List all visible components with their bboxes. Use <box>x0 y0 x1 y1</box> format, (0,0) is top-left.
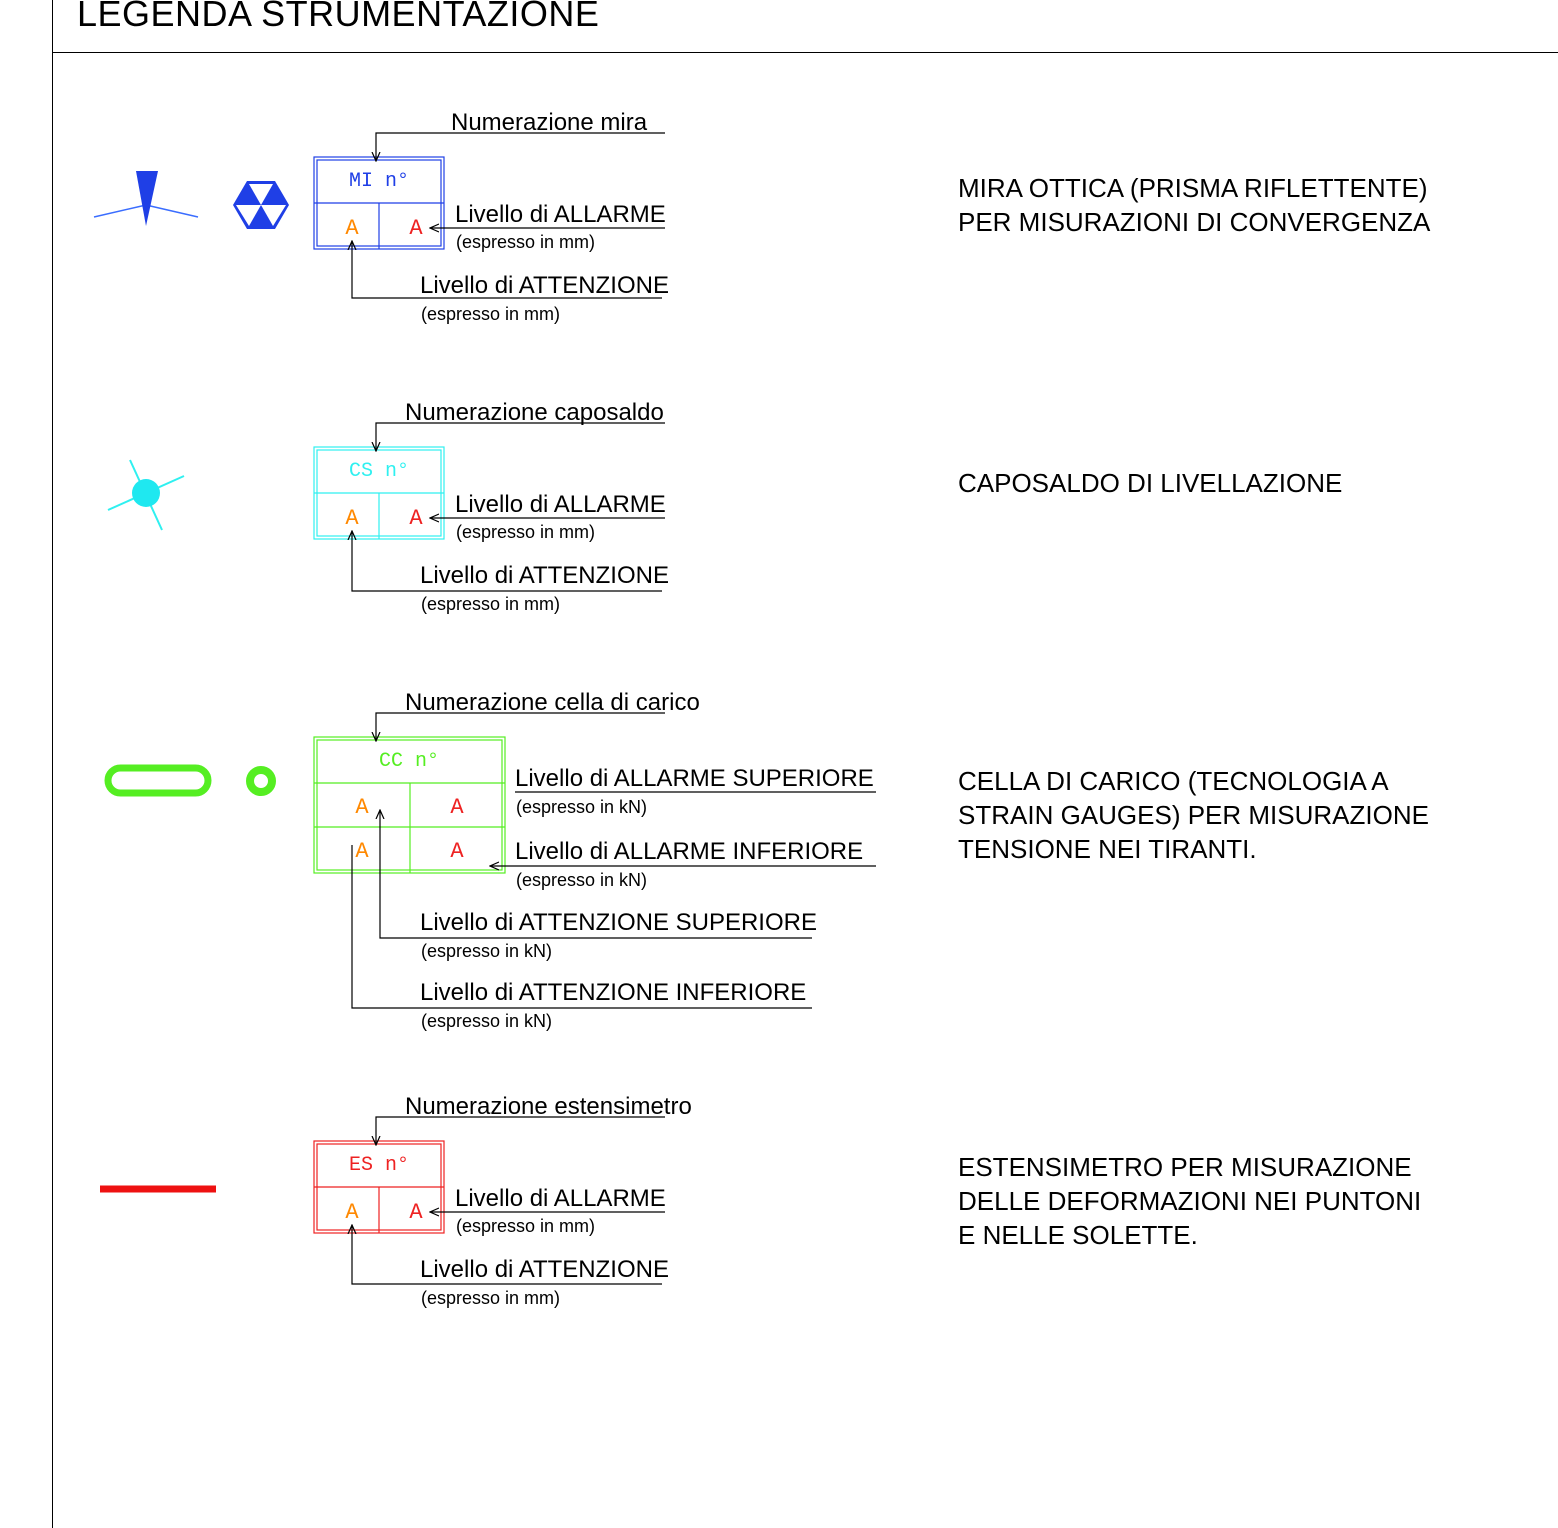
mira-description-line: PER MISURAZIONI DI CONVERGENZA <box>958 207 1431 237</box>
estensimetro-value-allarme: A <box>409 1200 423 1225</box>
reflective-prism-icon <box>233 181 289 229</box>
cella-description: CELLA DI CARICO (TECNOLOGIA A STRAIN GAU… <box>958 764 1429 866</box>
mira-box-code: MI n° <box>349 170 409 193</box>
cella-numbering-label: Numerazione cella di carico <box>405 689 700 716</box>
mira-attenzione-leader <box>352 241 662 299</box>
estensimetro-tag-box: ES n° A A <box>313 1140 445 1234</box>
estensimetro-numbering-leader <box>376 1116 665 1145</box>
section-cella: CC n° A A A A Numerazione cella di caric… <box>104 689 876 1031</box>
estensimetro-description-line: DELLE DEFORMAZIONI NEI PUNTONI <box>958 1186 1422 1216</box>
estensimetro-description-line: E NELLE SOLETTE. <box>958 1220 1198 1250</box>
cella-description-line: STRAIN GAUGES) PER MISURAZIONE <box>958 800 1429 830</box>
estensimetro-value-attenzione: A <box>345 1200 359 1225</box>
mira-numbering-label: Numerazione mira <box>451 109 648 136</box>
mira-numbering-leader <box>376 132 665 161</box>
section-estensimetro: ES n° A A Numerazione estensimetro Livel… <box>100 1093 692 1308</box>
caposaldo-attenzione-leader <box>352 531 662 592</box>
estensimetro-allarme-label: Livello di ALLARME <box>455 1185 666 1212</box>
mira-allarme-unit: (espresso in mm) <box>456 232 595 252</box>
cella-attenzione-inf-leader <box>351 845 812 1009</box>
caposaldo-value-allarme: A <box>409 506 423 531</box>
mira-description-line: MIRA OTTICA (PRISMA RIFLETTENTE) <box>958 173 1428 203</box>
cella-allarme-inf-unit: (espresso in kN) <box>516 870 647 890</box>
section-caposaldo: CS n° A A Numerazione caposaldo Livello … <box>107 399 669 614</box>
estensimetro-attenzione-unit: (espresso in mm) <box>421 1288 560 1308</box>
cella-allarme-inf-label: Livello di ALLARME INFERIORE <box>515 838 863 865</box>
cella-attenzione-inf-unit: (espresso in kN) <box>421 1011 552 1031</box>
cella-allarme-sup-label: Livello di ALLARME SUPERIORE <box>515 765 874 792</box>
cella-numbering-leader <box>376 712 665 741</box>
mira-attenzione-unit: (espresso in mm) <box>421 304 560 324</box>
cella-value-att-sup: A <box>355 795 369 820</box>
cella-box-code: CC n° <box>379 750 439 773</box>
section-mira: MI n° A A Numerazione mira Livello di AL… <box>93 109 669 324</box>
cella-value-att-inf: A <box>355 839 369 864</box>
mira-value-attenzione: A <box>345 216 359 241</box>
load-cell-bar-icon <box>104 764 212 797</box>
cella-attenzione-sup-label: Livello di ATTENZIONE SUPERIORE <box>420 909 817 936</box>
caposaldo-value-attenzione: A <box>345 506 359 531</box>
cella-attenzione-inf-label: Livello di ATTENZIONE INFERIORE <box>420 979 806 1006</box>
caposaldo-description: CAPOSALDO DI LIVELLAZIONE <box>958 466 1342 500</box>
estensimetro-attenzione-leader <box>352 1225 662 1285</box>
benchmark-icon <box>107 459 185 531</box>
caposaldo-attenzione-label: Livello di ATTENZIONE <box>420 562 669 589</box>
estensimetro-box-code: ES n° <box>349 1154 409 1177</box>
cella-attenzione-sup-unit: (espresso in kN) <box>421 941 552 961</box>
caposaldo-numbering-label: Numerazione caposaldo <box>405 399 664 426</box>
cella-allarme-sup-unit: (espresso in kN) <box>516 797 647 817</box>
estensimetro-description-line: ESTENSIMETRO PER MISURAZIONE <box>958 1152 1412 1182</box>
load-cell-ring-icon <box>246 766 276 796</box>
estensimetro-allarme-unit: (espresso in mm) <box>456 1216 595 1236</box>
mira-allarme-label: Livello di ALLARME <box>455 201 666 228</box>
title-underline <box>52 52 1558 53</box>
caposaldo-allarme-unit: (espresso in mm) <box>456 522 595 542</box>
mira-tag-box: MI n° A A <box>313 156 445 250</box>
caposaldo-allarme-label: Livello di ALLARME <box>455 491 666 518</box>
mira-value-allarme: A <box>409 216 423 241</box>
legend-title: LEGENDA STRUMENTAZIONE <box>77 0 600 34</box>
cella-attenzione-sup-leader <box>380 810 812 939</box>
estensimetro-description: ESTENSIMETRO PER MISURAZIONE DELLE DEFOR… <box>958 1150 1421 1252</box>
caposaldo-description-line: CAPOSALDO DI LIVELLAZIONE <box>958 468 1343 498</box>
cella-tag-box: CC n° A A A A <box>313 736 506 874</box>
frame-left-border <box>52 0 53 1528</box>
prism-target-icon <box>93 171 199 226</box>
caposaldo-attenzione-unit: (espresso in mm) <box>421 594 560 614</box>
estensimetro-numbering-label: Numerazione estensimetro <box>405 1093 692 1120</box>
cella-description-line: TENSIONE NEI TIRANTI. <box>958 834 1257 864</box>
cella-description-line: CELLA DI CARICO (TECNOLOGIA A <box>958 766 1389 796</box>
cella-value-all-sup: A <box>450 795 464 820</box>
cella-value-all-inf: A <box>450 839 464 864</box>
caposaldo-tag-box: CS n° A A <box>313 446 445 540</box>
caposaldo-numbering-leader <box>376 422 665 451</box>
caposaldo-box-code: CS n° <box>349 460 409 483</box>
mira-attenzione-label: Livello di ATTENZIONE <box>420 272 669 299</box>
mira-description: MIRA OTTICA (PRISMA RIFLETTENTE) PER MIS… <box>958 171 1430 239</box>
estensimetro-attenzione-label: Livello di ATTENZIONE <box>420 1256 669 1283</box>
